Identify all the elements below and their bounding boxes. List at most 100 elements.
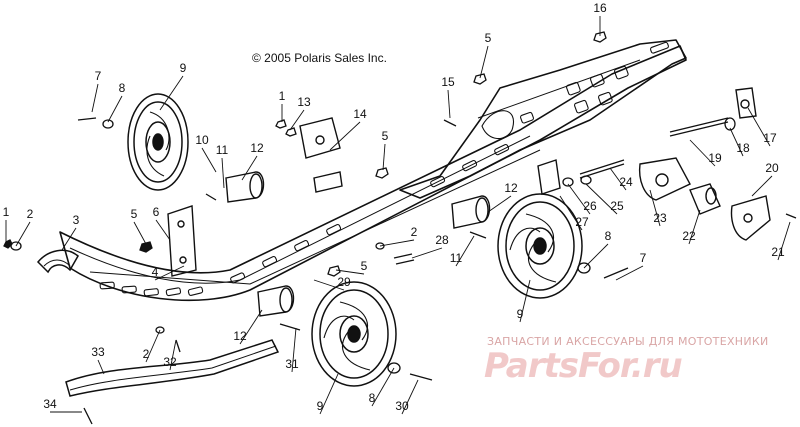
callout-label-c7a: 7 — [95, 69, 102, 83]
callout-label-c19: 19 — [708, 151, 722, 165]
arm-23 — [638, 157, 691, 201]
callout-leader-c20 — [751, 175, 773, 197]
callout-leader-c5c — [133, 221, 147, 245]
upper-rail — [399, 39, 687, 199]
callout-label-c12b: 12 — [504, 181, 518, 195]
callout-leader-c8b — [583, 243, 609, 269]
callout-label-c1b: 1 — [3, 205, 10, 219]
callout-label-c34: 34 — [43, 397, 57, 411]
block-14 — [299, 117, 343, 193]
block-27 — [537, 159, 561, 195]
callout-leader-c9b — [519, 279, 531, 323]
callout-leader-c6 — [155, 219, 171, 241]
wheel-bottom — [311, 281, 397, 387]
callout-label-c6: 6 — [153, 205, 160, 219]
callout-label-c25: 25 — [610, 199, 624, 213]
bushing-22 — [689, 183, 721, 215]
callout-label-c5b: 5 — [382, 129, 389, 143]
callout-leader-c12b — [487, 195, 512, 213]
callout-label-c14: 14 — [353, 107, 367, 121]
callout-leader-c12c — [239, 309, 263, 345]
callout-label-c29: 29 — [337, 275, 351, 289]
callout-leader-c15 — [447, 89, 451, 119]
callout-label-c8b: 8 — [605, 229, 612, 243]
callout-leader-c2a — [15, 221, 31, 247]
wheel-center — [497, 193, 583, 299]
callout-label-c8a: 8 — [119, 81, 126, 95]
callout-label-c9b: 9 — [517, 307, 524, 321]
front-bumper — [36, 249, 79, 274]
bracket-17 — [735, 87, 757, 119]
callout-label-c5d: 5 — [361, 259, 368, 273]
callout-leader-c9a — [159, 75, 184, 111]
callout-leader-c8c — [371, 367, 395, 407]
callout-leader-c8a — [107, 95, 123, 123]
callout-label-c26: 26 — [583, 199, 597, 213]
callout-label-c30: 30 — [395, 399, 409, 413]
pivot-12-bottom — [257, 285, 295, 317]
callout-leader-c9c — [319, 373, 339, 415]
callout-label-c5a: 5 — [485, 31, 492, 45]
callout-label-c32: 32 — [163, 355, 177, 369]
callout-label-c27: 27 — [575, 215, 589, 229]
callout-label-c20: 20 — [765, 161, 779, 175]
callout-leader-c33 — [97, 359, 105, 375]
pivot-12-top — [225, 171, 265, 203]
callout-leader-c29 — [313, 279, 345, 291]
callout-leader-c14 — [329, 121, 361, 151]
callout-leader-c31 — [291, 327, 297, 373]
watermark-logo: PartsFor.ru — [484, 346, 683, 386]
callout-leader-c11a — [221, 157, 225, 189]
callout-leader-c27 — [559, 195, 583, 231]
callout-leader-c12a — [241, 155, 258, 181]
callout-leader-c23 — [649, 189, 661, 227]
callout-leader-c21 — [777, 221, 791, 261]
callout-label-c4: 4 — [152, 265, 159, 279]
slide-rail — [65, 339, 280, 397]
callout-label-c5c: 5 — [131, 207, 138, 221]
callout-label-c1a: 1 — [279, 89, 286, 103]
callout-label-c7b: 7 — [640, 251, 647, 265]
callout-leader-c7a — [91, 83, 99, 113]
callout-leader-c18 — [729, 127, 744, 157]
callout-leader-c2b — [379, 239, 415, 247]
callout-leader-c4 — [154, 265, 185, 281]
bracket-front — [167, 205, 197, 277]
callout-label-c9a: 9 — [180, 61, 187, 75]
callout-label-c2b: 2 — [411, 225, 418, 239]
callout-label-c18: 18 — [736, 141, 750, 155]
callout-label-c3: 3 — [73, 213, 80, 227]
callout-label-c22: 22 — [682, 229, 696, 243]
callout-label-c13: 13 — [297, 95, 311, 109]
callout-label-c17: 17 — [763, 131, 777, 145]
callout-label-c8c: 8 — [369, 391, 376, 405]
callout-label-c11a: 11 — [216, 143, 229, 157]
callout-label-c21: 21 — [771, 245, 785, 259]
callout-leader-c32 — [169, 339, 177, 371]
callout-leader-c11b — [455, 235, 475, 267]
callout-label-c24: 24 — [619, 175, 633, 189]
callout-leader-c7b — [615, 265, 644, 281]
callout-leader-c25 — [585, 183, 618, 215]
callout-leader-c28 — [411, 247, 443, 259]
callout-label-c16: 16 — [593, 1, 607, 15]
callout-leader-c2c — [145, 329, 161, 363]
callout-label-c2c: 2 — [143, 347, 150, 361]
callout-label-c2a: 2 — [27, 207, 34, 221]
watermark-caption: ЗАПЧАСТИ И АКСЕССУАРЫ ДЛЯ МОТОТЕХНИКИ — [487, 335, 769, 348]
callout-leader-c5d — [335, 269, 365, 275]
callout-leader-c5b — [382, 143, 386, 171]
callout-label-c15: 15 — [441, 75, 455, 89]
callout-leader-c13 — [289, 109, 305, 131]
callout-leader-c3 — [61, 227, 77, 251]
callout-leader-c26 — [567, 183, 591, 215]
callout-label-c9c: 9 — [317, 399, 324, 413]
callout-leader-c5a — [479, 45, 489, 79]
callout-label-c12c: 12 — [233, 329, 247, 343]
callout-label-c12a: 12 — [250, 141, 264, 155]
washers-nuts — [3, 31, 736, 374]
callout-label-c33: 33 — [91, 345, 105, 359]
wheel-top-left — [127, 93, 189, 191]
